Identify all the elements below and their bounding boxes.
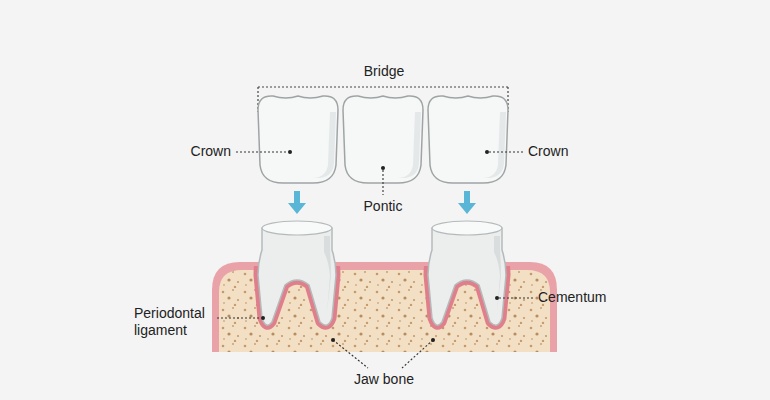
crown-shading: [312, 112, 506, 178]
placement-arrows: [288, 191, 476, 214]
part-label: Crown: [191, 143, 231, 160]
part-label: Jaw bone: [354, 371, 414, 388]
part-label: Bridge: [364, 63, 404, 80]
part-label: Pontic: [364, 198, 403, 215]
tooth-tops: [262, 221, 502, 235]
abutment-teeth: [258, 228, 506, 325]
periodontal-ligament: [258, 266, 506, 325]
part-label: Cementum: [538, 289, 606, 306]
part-label: Periodontal ligament: [134, 305, 214, 339]
crown-shapes: [258, 96, 508, 183]
part-label: Crown: [528, 143, 568, 160]
leader-lines: [217, 152, 533, 368]
leader-dots: [261, 150, 499, 342]
tooth-shading: [324, 236, 501, 312]
